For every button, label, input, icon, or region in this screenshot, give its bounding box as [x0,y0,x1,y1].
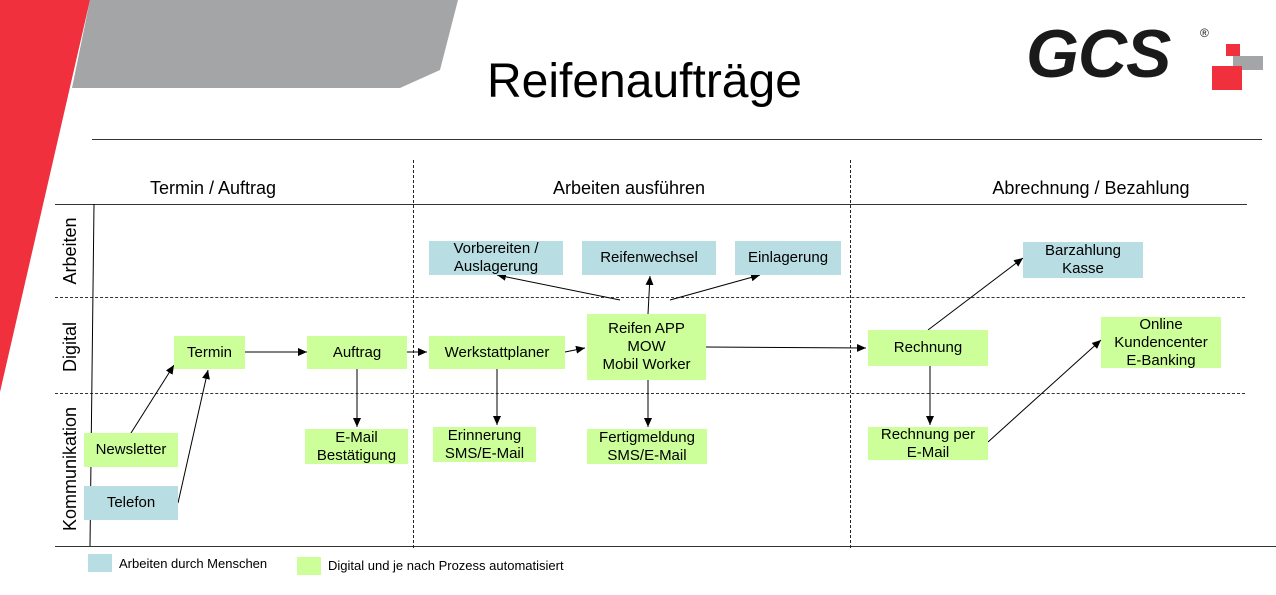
node-werkstattplaner: Werkstattplaner [429,336,565,369]
header-bottom-line [55,204,1247,205]
arrow-telefon-termin [177,369,210,504]
logo-red-square [1212,66,1242,90]
node-erinnerung: Erinnerung SMS/E-Mail [433,427,536,462]
column-header-arbeiten: Arbeiten ausführen [552,178,706,198]
node-barzahlung: Barzahlung Kasse [1023,242,1143,278]
logo-registered-mark: ® [1200,26,1209,40]
legend-label-human: Arbeiten durch Menschen [119,556,268,571]
arrow-app-einlagerung [669,273,761,301]
arrow-email-online [987,339,1102,443]
node-telefon: Telefon [84,486,178,520]
arrow-rechnung-barzahlung [927,257,1024,331]
column-divider-2 [850,160,851,548]
node-einlagerung: Einlagerung [735,241,841,275]
red-accent-shape [0,0,90,392]
node-termin: Termin [174,336,245,369]
arrow-werkstattplaner-app [564,345,586,354]
row-divider-1 [55,297,1245,298]
logo-red-bar [1226,44,1240,56]
node-newsletter: Newsletter [84,433,178,467]
legend-swatch-human [88,554,112,572]
node-email-bestaetigung: E-Mail Bestätigung [305,429,408,464]
page-title: Reifenaufträge [487,55,802,108]
legend-label-digital: Digital und je nach Prozess automatisier… [328,558,564,573]
node-vorbereiten: Vorbereiten / Auslagerung [429,240,563,275]
node-reifenwechsel: Reifenwechsel [582,241,716,275]
node-fertigmeldung: Fertigmeldung SMS/E-Mail [587,429,707,464]
node-rechnung-email: Rechnung per E-Mail [868,426,988,461]
node-online: Online Kundencenter E-Banking [1101,316,1221,369]
column-header-abrechnung: Abrechnung / Bezahlung [992,178,1190,198]
node-rechnung: Rechnung [868,330,988,366]
node-auftrag: Auftrag [307,336,407,369]
gcs-logo: GCS ® [1026,16,1266,94]
arrow-app-reifenwechsel [645,275,654,315]
arrow-app-rechnung [705,343,867,352]
gray-accent-shape [72,0,458,88]
row-divider-2 [55,393,1245,394]
title-divider [92,139,1262,140]
arrow-newsletter-termin [130,364,175,434]
arrow-app-vorbereiten [496,272,621,301]
node-reifen-app: Reifen APP MOW Mobil Worker [587,314,706,380]
logo-text: GCS [1026,16,1171,92]
diagram-bottom-line [55,546,1276,547]
column-header-termin: Termin / Auftrag [149,178,277,198]
legend-swatch-digital [297,557,321,575]
column-divider-1 [413,160,414,548]
